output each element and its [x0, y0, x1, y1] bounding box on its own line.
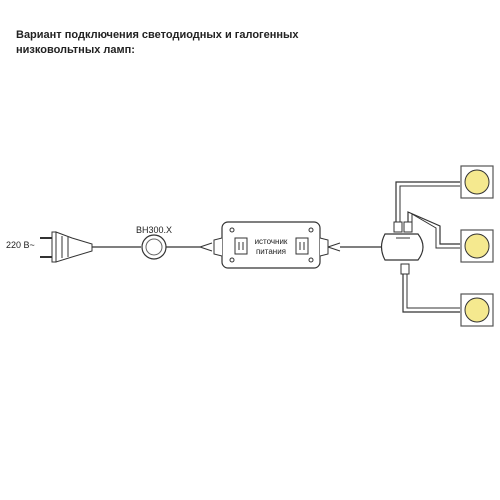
switch-label: ВН300.Х [136, 225, 172, 235]
diagram-title-line-2: низковольтных ламп: [16, 44, 135, 56]
power-supply-box [213, 221, 329, 269]
diagram-title: Вариант подключения светодиодных и галог… [16, 28, 396, 58]
plug-icon [40, 231, 93, 263]
power-supply-label-line-1: источник [255, 237, 288, 246]
diagram-title-line-1: Вариант подключения светодиодных и галог… [16, 29, 299, 41]
lamp-wire-bottom [402, 274, 460, 313]
power-supply-label-line-2: питания [256, 247, 286, 256]
distributor-icon [380, 221, 424, 275]
lamp-icon-top [460, 165, 494, 199]
lamp-wire-top [395, 181, 460, 222]
lamp-wire-middle [407, 211, 460, 245]
lamp-icon-bottom [460, 293, 494, 327]
switch-icon [141, 234, 167, 260]
lamp-icon-middle [460, 229, 494, 263]
voltage-label: 220 В~ [6, 240, 35, 250]
